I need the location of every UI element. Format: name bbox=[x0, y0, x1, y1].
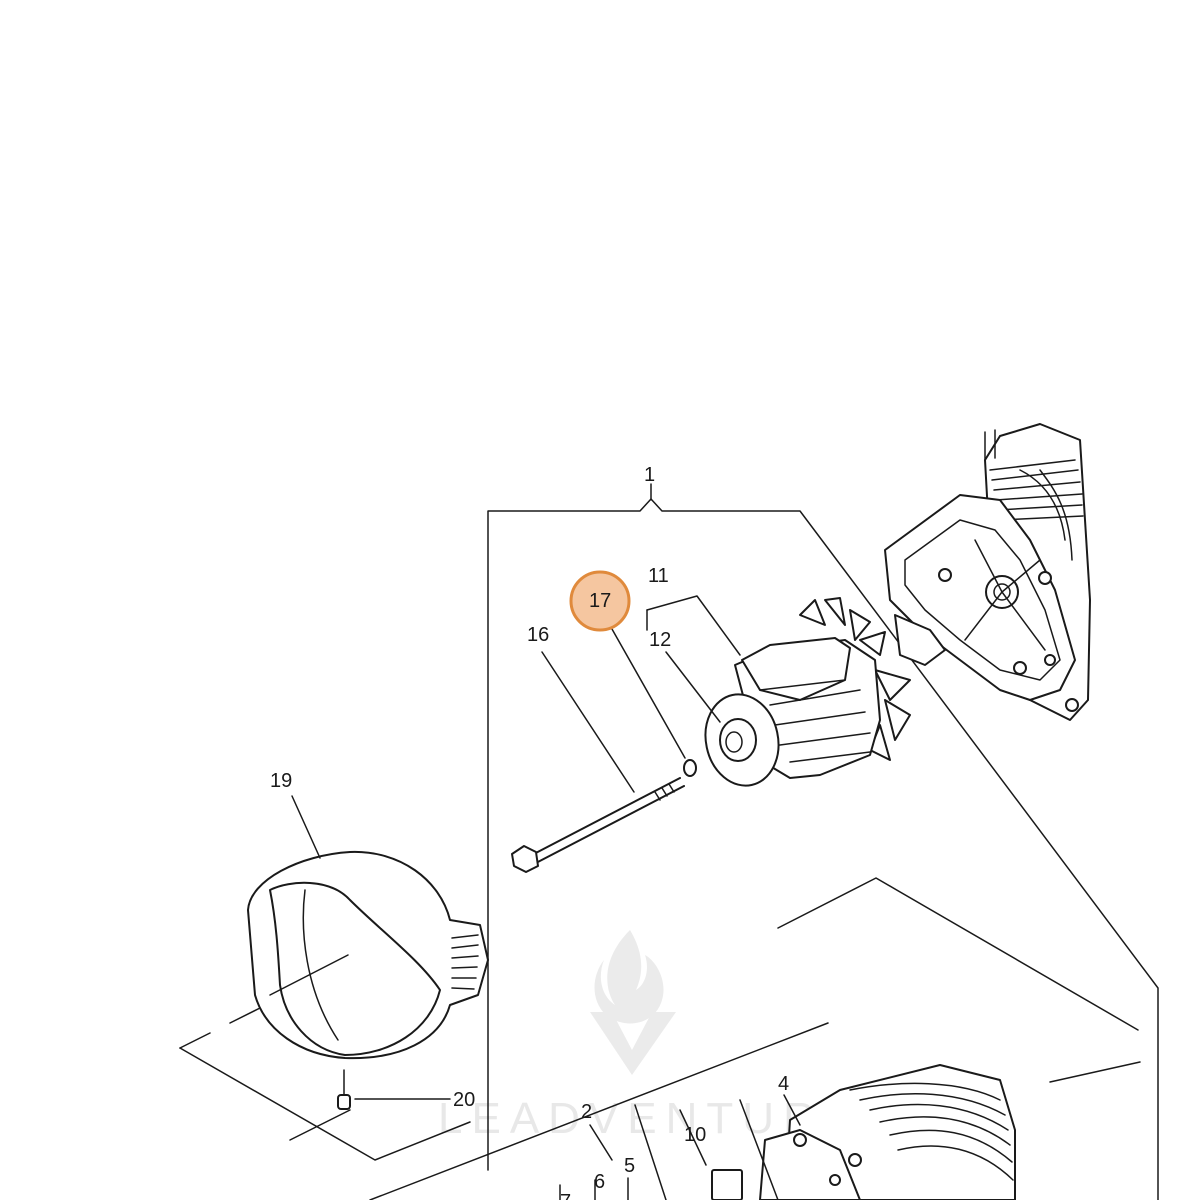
callout-16[interactable]: 16 bbox=[527, 624, 549, 646]
screw-20 bbox=[337, 1069, 351, 1110]
callout-20[interactable]: 20 bbox=[453, 1089, 475, 1111]
callout-labels: 1 11 12 16 17 19 20 2 4 5 6 7 10 bbox=[270, 464, 789, 1200]
through-bolt bbox=[511, 777, 685, 873]
callout-5[interactable]: 5 bbox=[624, 1155, 635, 1177]
group-bracket-1 bbox=[487, 483, 1159, 1200]
callout-17[interactable]: 17 bbox=[589, 590, 611, 612]
callout-7[interactable]: 7 bbox=[560, 1191, 571, 1200]
fan-housing-band bbox=[247, 850, 489, 1060]
callout-12[interactable]: 12 bbox=[649, 629, 671, 651]
callout-4[interactable]: 4 bbox=[778, 1073, 789, 1095]
callout-1[interactable]: 1 bbox=[644, 464, 655, 486]
callout-19[interactable]: 19 bbox=[270, 770, 292, 792]
callout-2[interactable]: 2 bbox=[581, 1101, 592, 1123]
frame-lines bbox=[179, 877, 1141, 1200]
callout-10[interactable]: 10 bbox=[684, 1124, 706, 1146]
callout-11[interactable]: 11 bbox=[648, 565, 669, 587]
armature-assembly bbox=[704, 597, 911, 787]
flame-logo-icon bbox=[590, 930, 676, 1075]
watermark: LEADVENTUR bbox=[438, 930, 824, 1143]
highlight-circle-17[interactable] bbox=[569, 570, 631, 632]
watermark-text: LEADVENTUR bbox=[438, 1094, 824, 1143]
lock-washer bbox=[683, 759, 697, 777]
leader-lines bbox=[291, 595, 741, 1100]
engine-block bbox=[884, 423, 1091, 721]
lower-assembly bbox=[559, 1064, 1016, 1200]
callout-6[interactable]: 6 bbox=[594, 1171, 605, 1193]
